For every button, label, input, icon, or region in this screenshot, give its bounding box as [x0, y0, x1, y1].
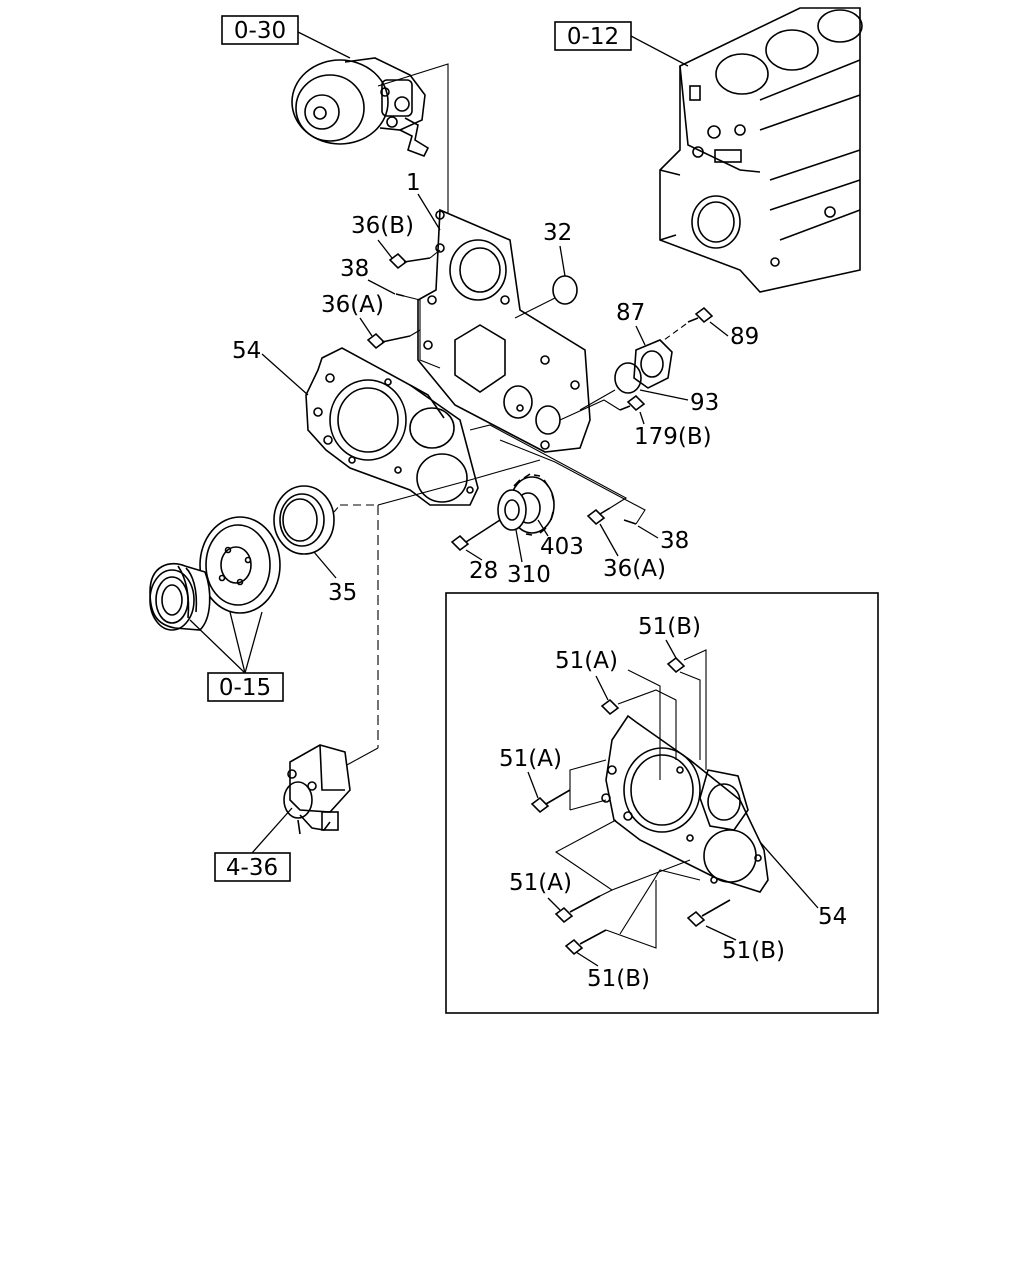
detail-callout-51a-lower: 51(A)	[509, 870, 572, 896]
callout-gear-403: 403	[540, 534, 584, 560]
bolt-36a-bottom-icon	[586, 507, 611, 526]
callout-bolt-36a-bottom: 36(A)	[603, 556, 666, 582]
callout-bolt-89: 89	[730, 324, 759, 350]
ref-crank-pulley[interactable]: 0-15	[207, 672, 284, 702]
plate-87-icon	[633, 339, 673, 389]
oring-32-icon	[552, 275, 578, 305]
cylinder-block-illustration	[659, 7, 863, 293]
detail-callout-51b-right: 51(B)	[722, 938, 785, 964]
ref-cylinder-block-label: 0-12	[567, 24, 619, 50]
callout-front-cover: 1	[406, 170, 421, 196]
detail-inset-frame	[445, 592, 879, 1014]
ref-oil-pump-label: 4-36	[226, 855, 278, 881]
water-pump-illustration	[291, 57, 430, 158]
bolt-51a-top-icon	[600, 698, 620, 716]
ref-water-pump[interactable]: 0-30	[221, 15, 299, 45]
callout-bolt-36b: 36(B)	[351, 213, 414, 239]
gear-310-icon	[497, 489, 527, 531]
detail-callout-51b-bottom: 51(B)	[587, 966, 650, 992]
ref-water-pump-label: 0-30	[234, 18, 286, 44]
detail-callout-51b-top: 51(B)	[638, 614, 701, 640]
bolt-28-icon	[450, 519, 501, 552]
bolt-179b-icon	[619, 394, 646, 412]
callout-oil-seal-35: 35	[328, 580, 357, 606]
detail-plate-54-illustration	[601, 714, 769, 893]
ref-oil-pump[interactable]: 4-36	[214, 852, 291, 882]
detail-callout-plate-54: 54	[818, 904, 847, 930]
bolt-89-icon	[687, 306, 714, 324]
gasket-93-icon	[614, 362, 642, 394]
callout-pin-38-bottom: 38	[660, 528, 689, 554]
callout-plate-87: 87	[616, 300, 645, 326]
oil-pump-illustration	[283, 744, 351, 835]
ref-cylinder-block[interactable]: 0-12	[554, 21, 632, 51]
callout-bolt-179b: 179(B)	[634, 424, 712, 450]
detail-callout-51a-top: 51(A)	[555, 648, 618, 674]
crank-pulley-illustration	[149, 516, 281, 631]
callout-rear-plate-54: 54	[232, 338, 261, 364]
callout-oring-32: 32	[543, 220, 572, 246]
bolt-51b-top-icon	[666, 656, 686, 674]
oil-seal-35-icon	[273, 485, 335, 555]
pin-38-bottom-icon	[623, 519, 637, 525]
front-cover-illustration	[417, 208, 591, 453]
bolt-51b-bottom-icon	[564, 929, 607, 956]
callout-bolt-36a-top: 36(A)	[321, 292, 384, 318]
bolt-51b-right-icon	[686, 899, 731, 928]
rear-plate-54-illustration	[305, 347, 479, 506]
callout-bolt-28: 28	[469, 558, 498, 584]
callout-pin-38-top: 38	[340, 256, 369, 282]
callout-gear-310: 310	[507, 562, 551, 588]
bolt-36b-icon	[388, 252, 431, 270]
detail-callout-51a-left: 51(A)	[499, 746, 562, 772]
bolt-51a-lower-icon	[554, 895, 601, 924]
callout-gasket-93: 93	[690, 390, 719, 416]
bolt-51a-left-icon	[530, 789, 571, 814]
bolt-36a-top-icon	[366, 332, 411, 350]
ref-crank-pulley-label: 0-15	[219, 675, 271, 701]
